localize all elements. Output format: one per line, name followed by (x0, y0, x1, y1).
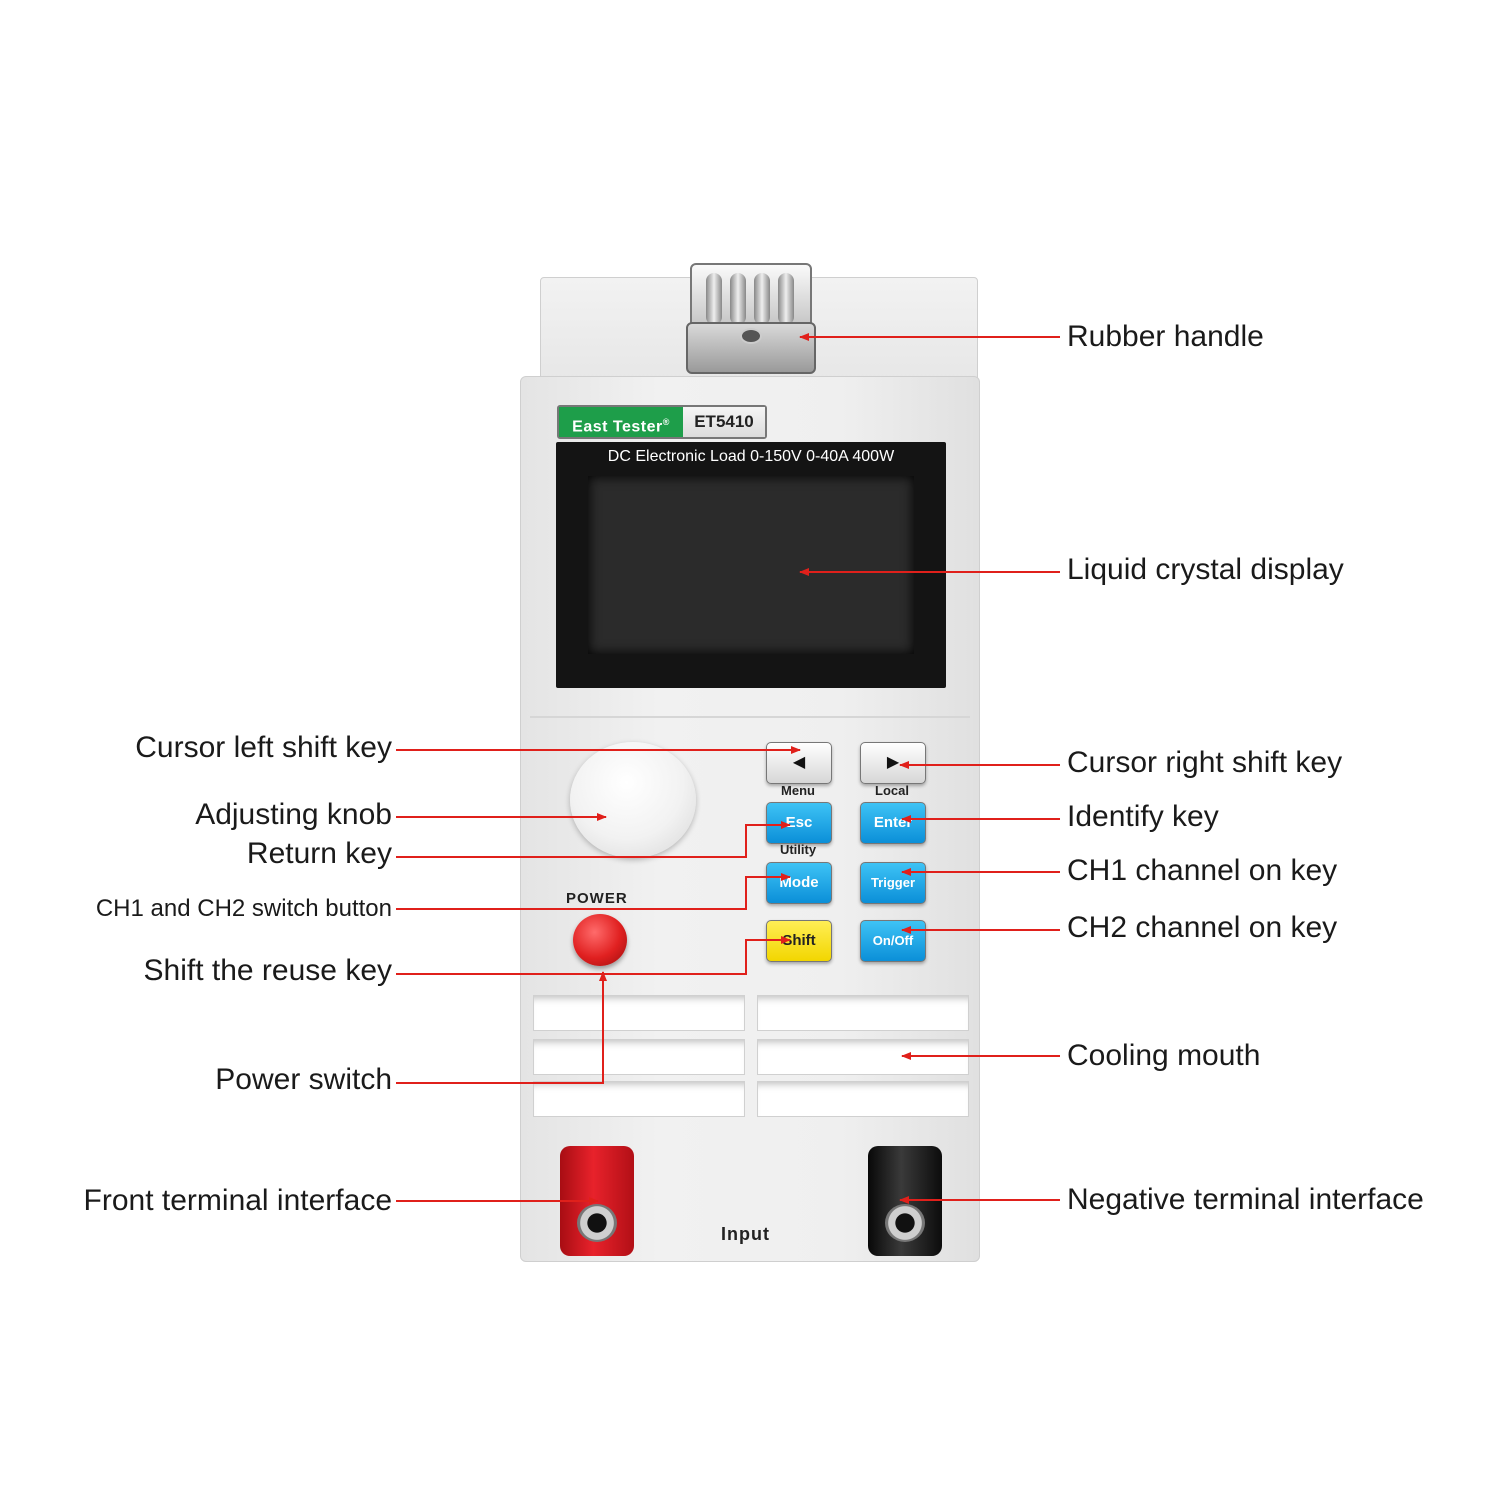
leader-shift (396, 936, 791, 975)
model-number: ET5410 (683, 407, 765, 437)
lcd-caption: DC Electronic Load 0-150V 0-40A 400W (607, 448, 895, 465)
terminal-socket (577, 1204, 617, 1242)
callout-power-switch: Power switch (215, 1063, 392, 1096)
handle-rib (754, 273, 770, 325)
panel-divider (530, 716, 970, 718)
callout-lcd: Liquid crystal display (1067, 553, 1344, 586)
local-label: Local (875, 783, 909, 798)
cooling-vent (757, 1081, 969, 1117)
callout-ch1-on: CH1 channel on key (1067, 854, 1338, 887)
terminal-socket (885, 1204, 925, 1242)
callout-cooling: Cooling mouth (1067, 1039, 1261, 1072)
callout-cursor-left: Cursor left shift key (135, 731, 392, 764)
leader-power-switch (396, 971, 607, 1084)
power-switch-button[interactable] (573, 914, 627, 966)
callout-return: Return key (246, 837, 392, 870)
liquid-crystal-display (588, 476, 914, 654)
callout-front-terminal: Front terminal interface (83, 1184, 392, 1217)
callout-ch2-on: CH2 channel on key (1067, 911, 1338, 944)
power-label: POWER (566, 890, 628, 907)
input-label: Input (721, 1224, 770, 1244)
handle-rib (730, 273, 746, 325)
leader-ch-switch (396, 873, 791, 910)
menu-label: Menu (781, 783, 815, 798)
callout-rubber-handle: Rubber handle (1067, 320, 1264, 353)
callout-cursor-right: Cursor right shift key (1067, 746, 1343, 779)
brand-name: East Tester® (559, 407, 683, 437)
on-off-key[interactable]: On/Off (860, 920, 926, 962)
callout-identify: Identify key (1067, 800, 1219, 833)
callout-ch-switch: CH1 and CH2 switch button (95, 895, 392, 922)
handle-bracket (686, 322, 816, 374)
handle-rib (706, 273, 722, 325)
esc-key[interactable]: Esc (766, 802, 832, 844)
cursor-right-key[interactable]: ▶ (860, 742, 926, 784)
brand-badge: East Tester® ET5410 (557, 405, 767, 439)
utility-label: Utility (779, 842, 817, 857)
callout-shift-reuse: Shift the reuse key (143, 954, 392, 987)
cooling-vent (757, 995, 969, 1031)
trigger-key[interactable]: Trigger (860, 862, 926, 904)
leader-return (396, 821, 791, 858)
handle-screw (740, 328, 762, 344)
callout-knob: Adjusting knob (195, 798, 392, 831)
handle-rib (778, 273, 794, 325)
cooling-vent (533, 995, 745, 1031)
adjusting-knob[interactable] (570, 742, 696, 858)
callout-negative-terminal: Negative terminal interface (1067, 1183, 1424, 1216)
cooling-vent (533, 1039, 745, 1075)
cooling-vent (533, 1081, 745, 1117)
